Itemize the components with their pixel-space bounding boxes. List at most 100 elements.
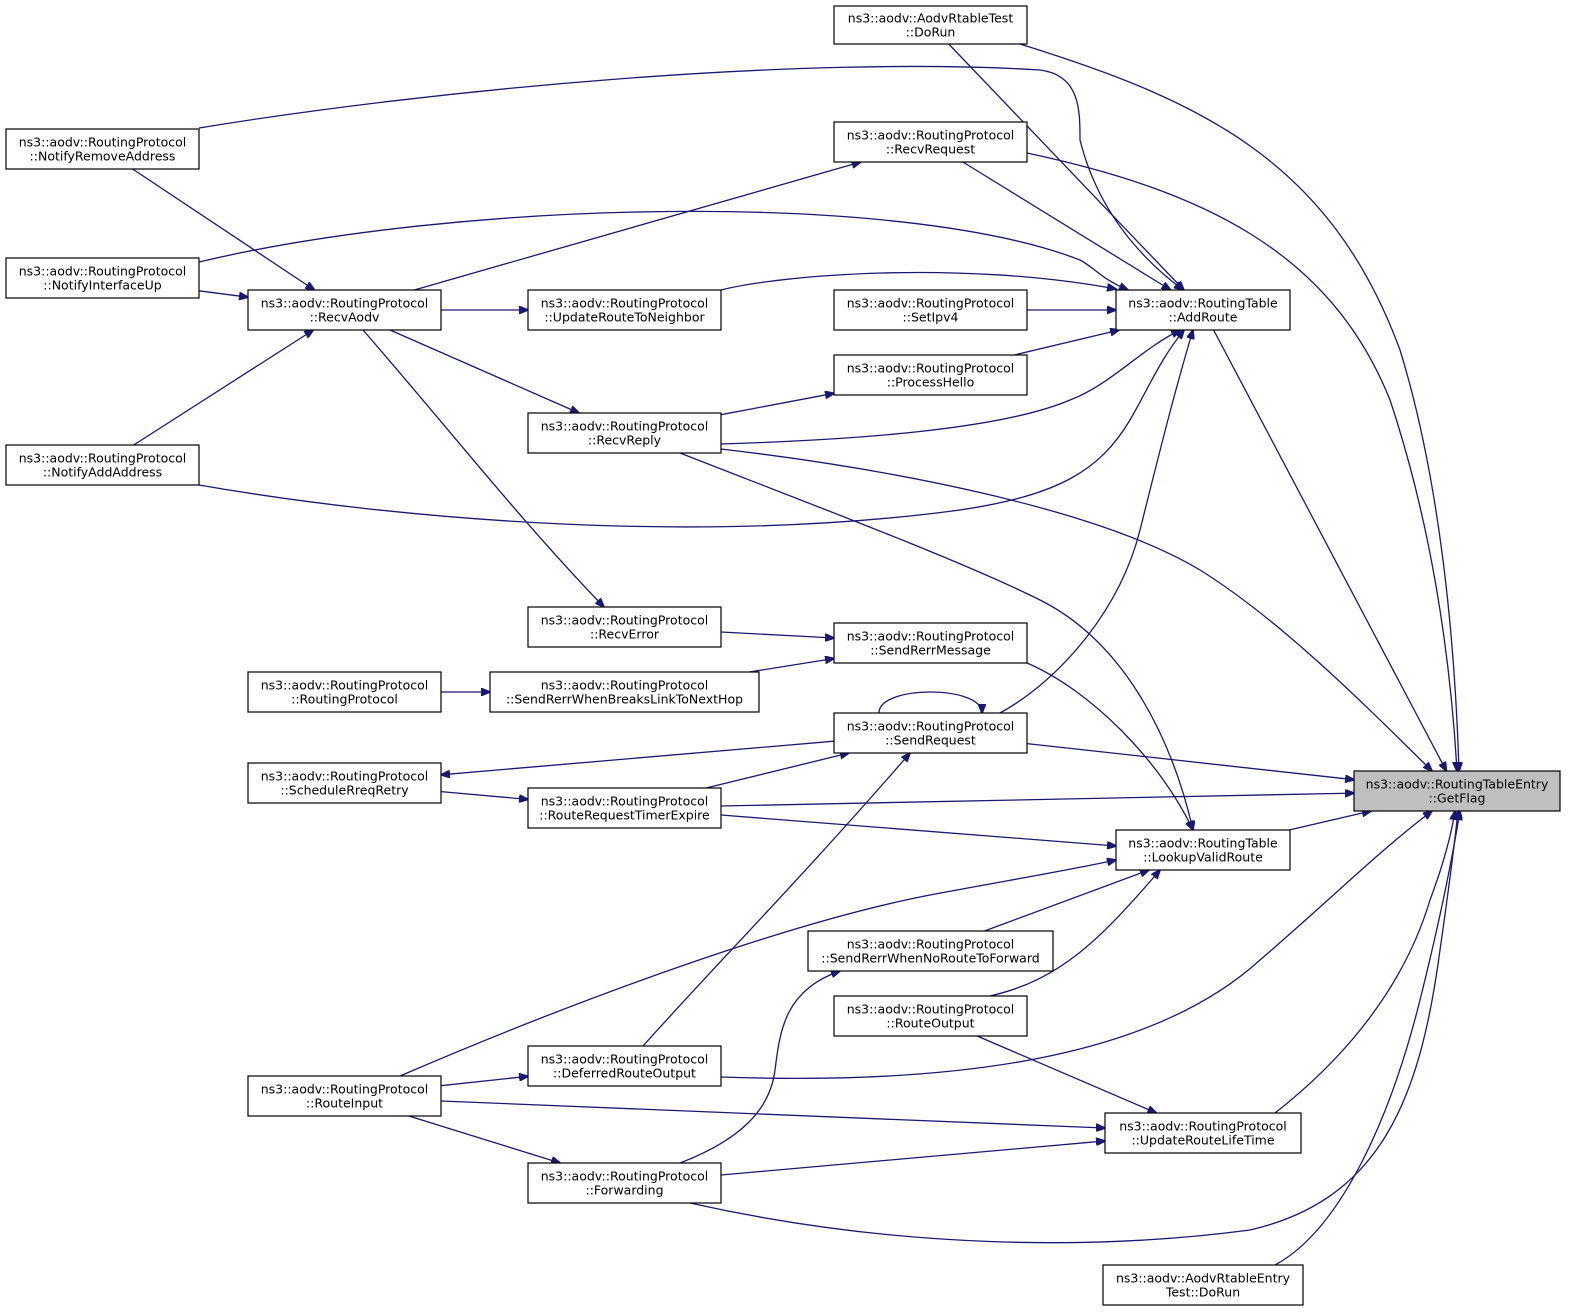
node-updateneighbor[interactable]: ns3::aodv::RoutingProtocol::UpdateRouteT… <box>527 289 722 331</box>
edge-notifyup-to-addroute <box>198 210 1128 290</box>
node-recvaodv[interactable]: ns3::aodv::RoutingProtocol::RecvAodv <box>247 289 442 331</box>
edge-sendrequest-to-addroute <box>999 330 1193 714</box>
node-label-line: ns3::aodv::RoutingProtocol <box>19 264 187 279</box>
node-box <box>247 1075 442 1117</box>
node-lookupvalid[interactable]: ns3::aodv::RoutingTable::LookupValidRout… <box>1115 829 1291 871</box>
node-label-line: ns3::aodv::RoutingProtocol <box>261 769 429 784</box>
node-getflag[interactable]: ns3::aodv::RoutingTableEntry::GetFlag <box>1353 770 1561 812</box>
node-box <box>247 289 442 331</box>
node-label-line: ::RecvRequest <box>886 142 975 157</box>
node-addroute[interactable]: ns3::aodv::RoutingTable::AddRoute <box>1115 289 1291 331</box>
edge-rreqtimer-to-lookupvalid <box>720 814 1116 846</box>
edge-recvaodv-to-recvreply <box>389 329 579 413</box>
node-label-line: ::Forwarding <box>585 1183 663 1198</box>
node-routeinput[interactable]: ns3::aodv::RoutingProtocol::RouteInput <box>247 1075 442 1117</box>
node-label-line: ::RouteOutput <box>886 1016 974 1031</box>
node-label-line: ns3::aodv::RoutingProtocol <box>261 678 429 693</box>
edge-entrytest-to-getflag <box>1274 811 1460 1266</box>
node-box <box>1104 1112 1302 1154</box>
node-label-line: ns3::aodv::RoutingProtocol <box>847 296 1015 311</box>
node-label-line: ns3::aodv::RoutingProtocol <box>541 419 709 434</box>
node-label-line: ns3::aodv::RoutingProtocol <box>847 1002 1015 1017</box>
node-rtabletest[interactable]: ns3::aodv::AodvRtableTest::DoRun <box>833 5 1028 45</box>
node-sendrerrbreaks[interactable]: ns3::aodv::RoutingProtocol::SendRerrWhen… <box>489 671 760 713</box>
node-box <box>833 622 1028 664</box>
node-rreqtimer[interactable]: ns3::aodv::RoutingProtocol::RouteRequest… <box>527 787 722 829</box>
edge-routeinput-to-forwarding <box>408 1115 560 1163</box>
node-sendrerr[interactable]: ns3::aodv::RoutingProtocol::SendRerrMess… <box>833 622 1028 664</box>
node-box <box>1102 1264 1304 1306</box>
node-label-line: ::SetIpv4 <box>903 310 959 325</box>
node-processhello[interactable]: ns3::aodv::RoutingProtocol::ProcessHello <box>833 354 1028 396</box>
node-notifyadd[interactable]: ns3::aodv::RoutingProtocol::NotifyAddAdd… <box>5 444 200 486</box>
node-label-line: ::ProcessHello <box>887 375 975 390</box>
edge-sendrerr-to-lookupvalid <box>1026 662 1193 830</box>
node-sendrequest[interactable]: ns3::aodv::RoutingProtocol::SendRequest <box>833 712 1028 754</box>
node-recverror[interactable]: ns3::aodv::RoutingProtocol::RecvError <box>527 606 722 648</box>
node-box <box>527 787 722 829</box>
node-label-line: ::NotifyRemoveAddress <box>30 149 176 164</box>
node-updatelifetime[interactable]: ns3::aodv::RoutingProtocol::UpdateRouteL… <box>1104 1112 1302 1154</box>
node-label-line: ::DoRun <box>906 25 956 40</box>
edge-rreqtimer-to-getflag <box>720 793 1354 807</box>
node-box <box>247 762 442 804</box>
node-box <box>1353 770 1561 812</box>
node-schedulerreq[interactable]: ns3::aodv::RoutingProtocol::ScheduleRreq… <box>247 762 442 804</box>
node-label-line: ns3::aodv::RoutingProtocol <box>19 451 187 466</box>
edge-forwarding-to-updatelifetime <box>720 1141 1105 1176</box>
node-label-line: ns3::aodv::RoutingProtocol <box>261 1082 429 1097</box>
node-box <box>833 289 1028 331</box>
edge-updateneighbor-to-addroute <box>720 271 1116 290</box>
node-label-line: ::RecvError <box>590 627 660 642</box>
edge-recvreply-to-lookupvalid <box>679 452 1193 830</box>
edge-sendrequest-to-getflag <box>1026 742 1354 780</box>
edge-routeoutput-to-lookupvalid <box>989 870 1160 997</box>
node-label-line: ns3::aodv::RoutingTable <box>1128 296 1278 311</box>
node-label-line: ns3::aodv::AodvRtableEntry <box>1116 1271 1291 1286</box>
node-label-line: ::UpdateRouteLifeTime <box>1131 1133 1274 1148</box>
edge-notifyremove-to-recvaodv <box>132 168 315 290</box>
edges-layer <box>132 43 1460 1266</box>
node-box <box>833 5 1028 45</box>
node-box <box>1115 289 1291 331</box>
edge-forwarding-to-getflag <box>689 811 1458 1244</box>
edge-schedulerreq-to-rreqtimer <box>440 790 528 800</box>
edge-routeinput-to-updatelifetime <box>440 1100 1105 1128</box>
node-label-line: ns3::aodv::AodvRtableTest <box>848 11 1014 26</box>
edge-rreqtimer-to-sendrequest <box>705 753 849 789</box>
node-label-line: ns3::aodv::RoutingProtocol <box>1119 1119 1287 1134</box>
node-label-line: ::RecvReply <box>588 433 662 448</box>
node-box <box>527 412 722 454</box>
node-notifyup[interactable]: ns3::aodv::RoutingProtocol::NotifyInterf… <box>5 257 200 299</box>
node-sendrerrnoroute[interactable]: ns3::aodv::RoutingProtocol::SendRerrWhen… <box>807 930 1054 972</box>
node-label-line: ns3::aodv::RoutingProtocol <box>541 1052 709 1067</box>
node-label-line: ns3::aodv::RoutingProtocol <box>847 937 1015 952</box>
edge-routeinput-to-deferred <box>440 1076 528 1087</box>
node-notifyremove[interactable]: ns3::aodv::RoutingProtocol::NotifyRemove… <box>5 128 200 170</box>
node-label-line: ns3::aodv::RoutingTable <box>1128 836 1278 851</box>
node-box <box>833 995 1028 1037</box>
node-box <box>5 257 200 299</box>
edge-recvaodv-to-recvrequest <box>414 162 860 291</box>
node-label-line: ::RoutingProtocol <box>291 692 398 707</box>
node-recvreply[interactable]: ns3::aodv::RoutingProtocol::RecvReply <box>527 412 722 454</box>
node-forwarding[interactable]: ns3::aodv::RoutingProtocol::Forwarding <box>527 1162 722 1204</box>
node-box <box>1115 829 1291 871</box>
node-box <box>833 121 1028 163</box>
node-label-line: ::RecvAodv <box>310 310 380 325</box>
node-rpctor[interactable]: ns3::aodv::RoutingProtocol::RoutingProto… <box>247 671 442 713</box>
node-routeoutput[interactable]: ns3::aodv::RoutingProtocol::RouteOutput <box>833 995 1028 1037</box>
node-label-line: ::ScheduleRreqRetry <box>280 783 409 798</box>
node-label-line: ::SendRerrWhenNoRouteToForward <box>821 951 1039 966</box>
node-box <box>527 606 722 648</box>
edge-recvreply-to-processhello <box>720 393 834 416</box>
edge-addroute-to-getflag <box>1213 329 1447 771</box>
node-label-line: ns3::aodv::RoutingProtocol <box>541 296 709 311</box>
edge-notifyadd-to-recvaodv <box>133 330 314 446</box>
node-deferred[interactable]: ns3::aodv::RoutingProtocol::DeferredRout… <box>527 1045 722 1087</box>
node-box <box>833 354 1028 396</box>
node-recvrequest[interactable]: ns3::aodv::RoutingProtocol::RecvRequest <box>833 121 1028 163</box>
edge-recvreply-to-addroute <box>720 330 1180 445</box>
node-setipv4[interactable]: ns3::aodv::RoutingProtocol::SetIpv4 <box>833 289 1028 331</box>
